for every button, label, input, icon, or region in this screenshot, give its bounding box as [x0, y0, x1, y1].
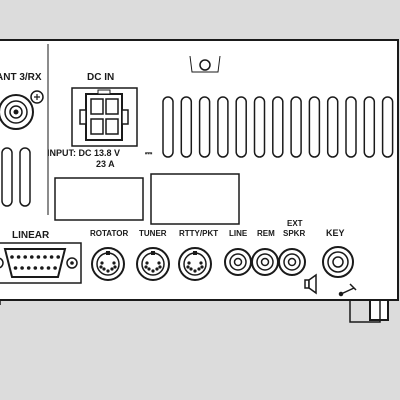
vent-grille-top	[162, 96, 394, 158]
dc-in-label: DC IN	[87, 72, 114, 83]
db-pin	[30, 255, 34, 259]
vent-slot	[326, 96, 339, 158]
vent-slot	[345, 96, 357, 158]
dc-symbol: ⎓	[145, 148, 153, 158]
db-pin	[46, 266, 51, 270]
din-pin	[151, 269, 155, 273]
din-pin	[144, 265, 148, 269]
din-pin	[145, 261, 149, 265]
ant-label: ANT 3/RX	[0, 72, 42, 83]
db-pin	[36, 255, 41, 259]
spkr-label: SPKR	[283, 229, 305, 238]
din-pin	[197, 267, 201, 271]
din-pin	[187, 261, 191, 265]
rtty-din-connector	[178, 247, 212, 281]
db-pin	[40, 266, 44, 270]
vent-slot	[1, 147, 13, 207]
vent-slot	[198, 96, 211, 158]
db-pin	[20, 266, 24, 270]
din-pin	[157, 261, 161, 265]
screw-icon	[199, 59, 211, 71]
line-label: LINE	[229, 229, 248, 238]
rotator-din-connector	[91, 247, 125, 281]
din-pin	[200, 265, 204, 269]
tuner-label: TUNER	[139, 229, 167, 238]
linear-connector	[0, 242, 82, 284]
blank-plate-left	[54, 177, 144, 221]
db-pin	[43, 255, 47, 259]
rca-jack-group	[224, 248, 306, 276]
din-pin	[189, 267, 193, 271]
db-pin	[53, 266, 57, 270]
din-pin	[186, 265, 190, 269]
vent-slot	[235, 96, 247, 158]
key-label: KEY	[326, 228, 345, 238]
linear-label: LINEAR	[12, 230, 50, 241]
vent-slot	[363, 96, 376, 158]
ext-spkr-rca-jack	[278, 248, 306, 276]
vent-slot	[308, 96, 321, 158]
din-pin	[99, 265, 103, 269]
din-pin	[147, 267, 151, 271]
din-connector-group	[91, 247, 212, 281]
key-icon	[338, 283, 357, 297]
rotator-label: ROTATOR	[90, 229, 128, 238]
din-pin	[193, 269, 197, 273]
ext-label: EXT	[287, 219, 303, 228]
din-pin	[155, 267, 159, 271]
key-jack	[322, 246, 354, 278]
ant-connector	[0, 90, 44, 130]
db-pin	[49, 255, 54, 259]
din-pin	[158, 265, 162, 269]
vent-grille-left	[1, 147, 31, 207]
db-pin	[56, 255, 60, 259]
din-pin	[100, 261, 104, 265]
vent-slot	[290, 96, 302, 158]
db-pin	[10, 255, 14, 259]
din-pin	[112, 261, 116, 265]
din-pin	[102, 267, 106, 271]
blank-plate-right	[150, 173, 240, 225]
line-rca-jack	[224, 248, 252, 276]
db-pin	[13, 266, 18, 270]
db-pin	[23, 255, 28, 259]
input-rating-line2: 23 A	[96, 159, 115, 169]
speaker-icon	[304, 273, 317, 295]
input-rating-line1: INPUT: DC 13.8 V	[47, 148, 120, 158]
db-pin	[33, 266, 38, 270]
rem-label: REM	[257, 229, 275, 238]
vent-slot	[162, 96, 174, 158]
vent-slot	[217, 96, 229, 158]
din-pin	[110, 267, 114, 271]
vent-slot	[180, 96, 193, 158]
vent-slot	[253, 96, 266, 158]
vent-slot	[272, 96, 284, 158]
tuner-din-connector	[136, 247, 170, 281]
din-pin	[106, 269, 110, 273]
din-pin	[199, 261, 203, 265]
din-pin	[113, 265, 117, 269]
vent-slot	[19, 147, 31, 207]
db-pin	[26, 266, 31, 270]
vent-slot	[381, 96, 394, 158]
dc-in-connector	[71, 87, 138, 147]
db-pin	[16, 255, 21, 259]
rem-rca-jack	[251, 248, 279, 276]
rtty-label: RTTY/PKT	[179, 229, 218, 238]
